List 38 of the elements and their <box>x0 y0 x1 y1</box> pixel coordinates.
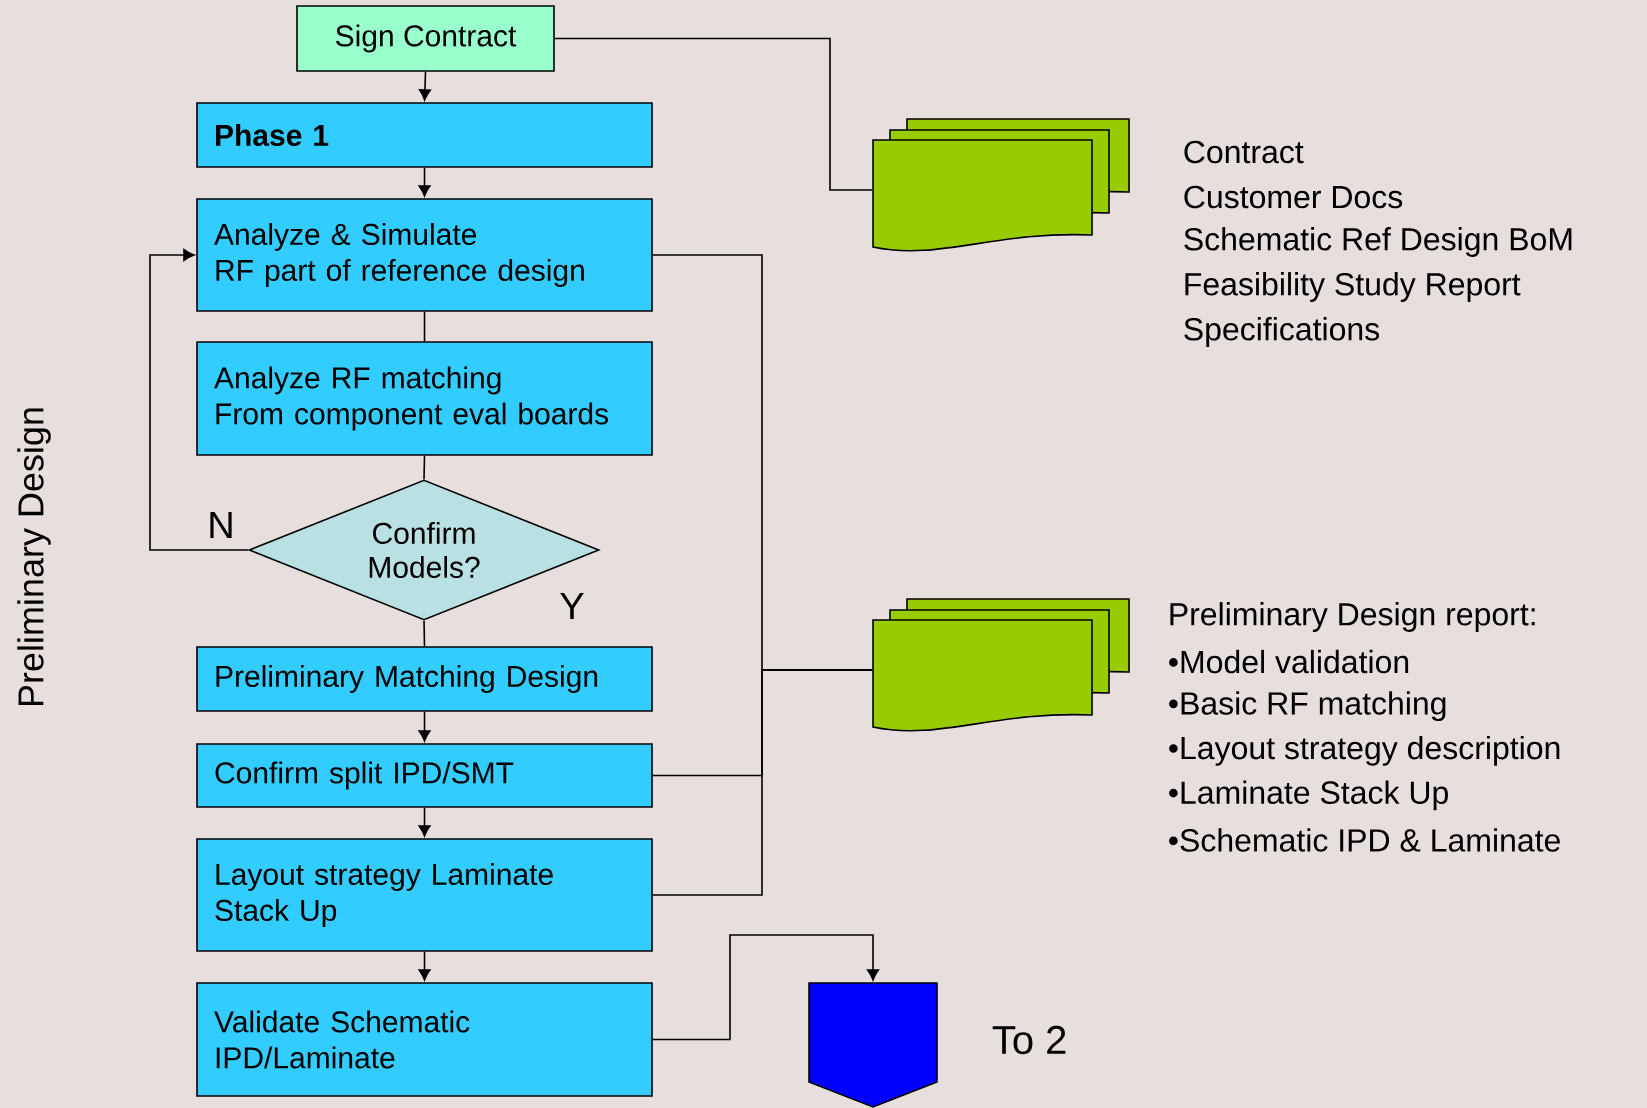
list-item: To 2 <box>992 1025 1066 1055</box>
list-item: Contract <box>1184 140 1304 164</box>
edge-label: N <box>205 509 237 541</box>
list-item: •Schematic IPD & Laminate <box>1169 828 1560 852</box>
connector <box>418 711 431 742</box>
list-item: Customer Docs <box>1184 185 1403 209</box>
document-stack <box>872 598 1130 732</box>
process-box: Validate Schematic IPD/Laminate <box>196 982 653 1097</box>
edge-label: Y <box>557 590 587 622</box>
connector <box>652 669 873 896</box>
list-item: •Basic RF matching <box>1169 691 1446 722</box>
connector <box>652 934 880 1041</box>
connector <box>418 167 431 197</box>
off-page-connector <box>808 982 938 1108</box>
connector <box>423 455 426 480</box>
list-item: Feasibility Study Report <box>1185 272 1521 302</box>
connector <box>418 71 431 101</box>
list-item: Specifications <box>1184 317 1380 347</box>
connector <box>418 951 431 981</box>
list-item: •Model validation <box>1169 649 1409 674</box>
process-box: Confirm split IPD/SMT <box>196 743 653 808</box>
process-box: Preliminary Matching Design <box>196 646 653 712</box>
process-box: Phase 1 <box>196 102 653 168</box>
document-stack <box>872 118 1130 252</box>
process-box: Analyze RF matching From component eval boards <box>196 341 653 456</box>
list-item: •Laminate Stack Up <box>1169 780 1448 811</box>
list-item: Schematic Ref Design BoM <box>1184 227 1572 257</box>
connector <box>423 620 426 647</box>
connector <box>418 807 431 837</box>
list-item: Preliminary Design report: <box>1170 602 1535 632</box>
process-box: Layout strategy Laminate Stack Up <box>196 838 653 952</box>
connector <box>149 248 249 551</box>
connector <box>554 37 873 191</box>
side-label: Preliminary Design <box>17 408 51 706</box>
process-box: Analyze & Simulate RF part of reference design <box>196 198 653 312</box>
connector <box>423 311 426 342</box>
list-item: •Layout strategy description <box>1169 735 1560 766</box>
process-box: Sign Contract <box>296 5 555 72</box>
